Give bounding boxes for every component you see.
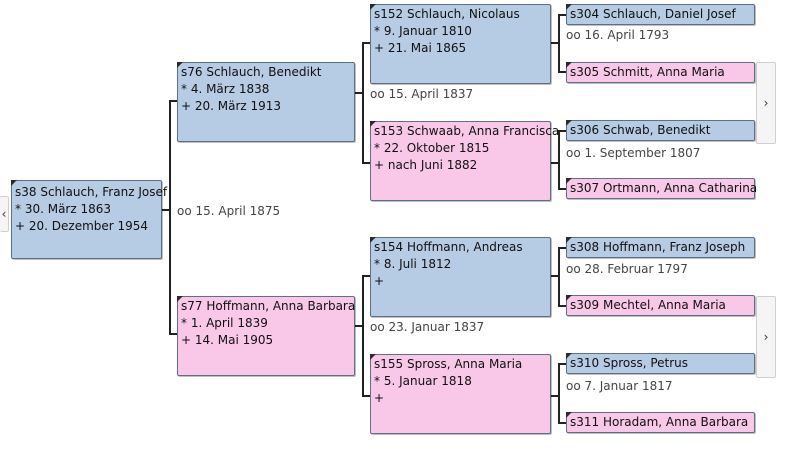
corner-marker [566,353,572,359]
person-death: + 20. März 1913 [181,99,282,113]
marriage-date: oo 28. Februar 1797 [566,262,688,276]
corner-marker [566,295,572,301]
marriage-date: oo 16. April 1793 [566,28,670,42]
connector-line [558,130,560,190]
person-name: s155 Spross, Anna Maria [374,357,523,371]
corner-marker [370,4,376,10]
person-birth: * 4. März 1838 [181,82,270,96]
corner-marker [566,4,572,10]
connector-line [558,188,566,190]
connector-line [169,333,177,335]
person-card-s76[interactable]: s76 Schlauch, Benedikt * 4. März 1838 + … [177,62,355,142]
person-name: s305 Schmitt, Anna Maria [570,65,725,79]
person-name: s77 Hoffmann, Anna Barbara [181,299,356,313]
corner-marker [566,412,572,418]
marriage-date: oo 23. Januar 1837 [370,320,485,334]
connector-line [355,325,363,327]
connector-line [558,305,566,307]
marriage-date: oo 15. April 1875 [177,204,281,218]
person-card-s306[interactable]: s306 Schwab, Benedikt [566,120,755,141]
connector-line [558,247,560,307]
person-name: s152 Schlauch, Nicolaus [374,7,520,21]
person-card-s311[interactable]: s311 Horadam, Anna Barbara [566,412,755,433]
person-name: s306 Schwab, Benedikt [570,123,711,137]
corner-marker [370,237,376,243]
nav-forward-button-top[interactable]: › [756,62,776,144]
connector-line [362,42,364,164]
connector-line [362,275,364,397]
marriage-date: oo 7. Januar 1817 [566,379,673,393]
person-card-s154[interactable]: s154 Hoffmann, Andreas * 8. Juli 1812 + [370,237,551,317]
person-name: s304 Schlauch, Daniel Josef [570,7,736,21]
connector-line [551,275,559,277]
connector-line [551,395,559,397]
person-name: s76 Schlauch, Benedikt [181,65,322,79]
person-birth: * 22. Oktober 1815 [374,141,490,155]
person-card-s77[interactable]: s77 Hoffmann, Anna Barbara * 1. April 18… [177,296,355,376]
person-name: s308 Hoffmann, Franz Joseph [570,240,746,254]
person-card-s152[interactable]: s152 Schlauch, Nicolaus * 9. Januar 1810… [370,4,551,84]
connector-line [558,14,560,73]
person-name: s153 Schwaab, Anna Francisca [374,124,560,138]
connector-line [558,71,566,73]
marriage-date: oo 1. September 1807 [566,146,701,160]
corner-marker [177,296,183,302]
person-name: s307 Ortmann, Anna Catharina [570,181,758,195]
connector-line [551,42,559,44]
person-card-s153[interactable]: s153 Schwaab, Anna Francisca * 22. Oktob… [370,121,560,201]
connector-line [558,363,560,424]
connector-line [362,42,370,44]
person-name: s310 Spross, Petrus [570,356,689,370]
person-name: s154 Hoffmann, Andreas [374,240,523,254]
connector-line [558,363,566,365]
person-card-s308[interactable]: s308 Hoffmann, Franz Joseph [566,237,755,258]
connector-line [558,14,566,16]
corner-marker [566,178,572,184]
connector-line [558,247,566,249]
person-card-s309[interactable]: s309 Mechtel, Anna Maria [566,295,755,316]
connector-line [169,100,177,102]
person-death: + 14. Mai 1905 [181,333,274,347]
person-death: + [374,391,385,405]
corner-marker [11,180,17,186]
person-death: + 20. Dezember 1954 [15,219,149,233]
connector-line [362,162,370,164]
corner-marker [566,120,572,126]
person-name: s309 Mechtel, Anna Maria [570,298,726,312]
person-card-s155[interactable]: s155 Spross, Anna Maria * 5. Januar 1818… [370,354,551,434]
connector-line [169,100,171,335]
corner-marker [177,62,183,68]
person-name: s38 Schlauch, Franz Josef [15,185,168,199]
person-card-s305[interactable]: s305 Schmitt, Anna Maria [566,62,755,83]
connector-line [362,275,370,277]
person-birth: * 1. April 1839 [181,316,268,330]
nav-forward-button-bottom[interactable]: › [756,296,776,378]
person-birth: * 5. Januar 1818 [374,374,472,388]
marriage-date: oo 15. April 1837 [370,87,474,101]
person-card-s304[interactable]: s304 Schlauch, Daniel Josef [566,4,755,25]
person-death: + 21. Mai 1865 [374,41,467,55]
connector-line [355,92,363,94]
person-card-s310[interactable]: s310 Spross, Petrus [566,353,755,374]
corner-marker [370,121,376,127]
connector-line [162,209,170,211]
corner-marker [370,354,376,360]
corner-marker [566,237,572,243]
connector-line [551,162,559,164]
nav-back-button[interactable]: ‹ [0,196,9,232]
person-card-s38[interactable]: s38 Schlauch, Franz Josef * 30. März 186… [11,180,168,259]
connector-line [558,422,566,424]
person-name: s311 Horadam, Anna Barbara [570,415,749,429]
person-birth: * 9. Januar 1810 [374,24,472,38]
person-card-s307[interactable]: s307 Ortmann, Anna Catharina [566,178,758,199]
person-death: + nach Juni 1882 [374,158,478,172]
person-birth: * 8. Juli 1812 [374,257,452,271]
corner-marker [566,62,572,68]
person-death: + [374,274,385,288]
person-birth: * 30. März 1863 [15,202,112,216]
connector-line [362,395,370,397]
connector-line [558,130,566,132]
